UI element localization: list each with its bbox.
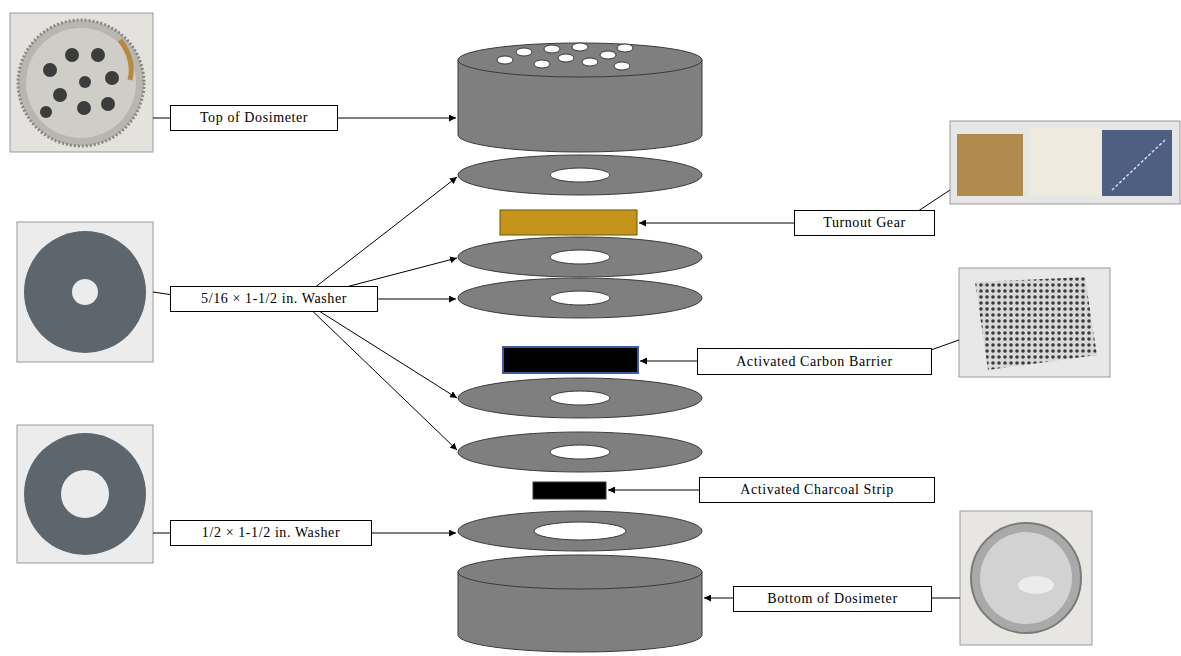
washer-photo [72, 279, 98, 305]
part-label: 1/2 × 1-1/2 in. Washer [202, 524, 340, 542]
part-label: 5/16 × 1-1/2 in. Washer [201, 290, 347, 308]
cap-photo [65, 48, 79, 62]
exploded-stack [458, 43, 702, 652]
part-label-box: Top of Dosimeter [170, 105, 338, 131]
washer-photo [17, 425, 153, 563]
exploded-stack [617, 44, 633, 52]
exploded-stack [600, 51, 616, 59]
cap-photo [101, 97, 115, 111]
exploded-stack [516, 48, 532, 56]
part-label-box: Activated Charcoal Strip [699, 477, 935, 503]
fabric-photo [1102, 130, 1172, 196]
leader-lines [153, 118, 960, 598]
exploded-stack [458, 278, 702, 318]
exploded-stack [534, 60, 550, 68]
leader-lines [300, 177, 457, 299]
exploded-stack [458, 555, 702, 589]
part-label: Top of Dosimeter [200, 109, 308, 127]
exploded-stack [458, 43, 702, 77]
cap-photo [40, 106, 52, 118]
exploded-stack [582, 58, 598, 66]
part-label: Activated Carbon Barrier [736, 353, 893, 371]
cup-photo [960, 511, 1092, 645]
washer-photo [24, 231, 146, 353]
exploded-stack [500, 210, 637, 235]
exploded-stack [550, 391, 610, 405]
fabric-photo [1030, 128, 1102, 196]
cup-photo [980, 532, 1072, 624]
cap-photo [91, 48, 105, 62]
fabric-photo [957, 134, 1023, 196]
cap-photo [79, 76, 91, 88]
exploded-stack [497, 56, 513, 64]
exploded-stack [458, 155, 702, 195]
exploded-stack [497, 43, 633, 70]
part-label-box: Turnout Gear [794, 210, 935, 236]
exploded-stack [544, 45, 560, 53]
washer-photo [61, 470, 109, 518]
carbon-photo [975, 277, 1097, 370]
exploded-stack [458, 511, 702, 551]
part-label-box: Bottom of Dosimeter [733, 586, 932, 612]
exploded-stack [458, 237, 702, 277]
exploded-stack [550, 291, 610, 305]
washer-photo [17, 425, 153, 563]
cap-photo [105, 71, 119, 85]
washer-photo [17, 222, 153, 362]
part-label-box: Activated Carbon Barrier [697, 348, 932, 375]
exploded-stack [458, 432, 702, 472]
cap-photo [10, 13, 153, 152]
part-label: Bottom of Dosimeter [767, 590, 897, 608]
fabric-photo [950, 121, 1180, 204]
carbon-photo [959, 268, 1110, 377]
part-label-box: 5/16 × 1-1/2 in. Washer [170, 286, 378, 312]
exploded-stack [533, 482, 606, 499]
exploded-stack [550, 168, 610, 182]
part-label: Activated Charcoal Strip [740, 481, 894, 499]
cap-photo [26, 28, 136, 138]
fabric-photo [950, 121, 1180, 204]
exploded-stack [614, 62, 630, 70]
exploded-stack [550, 250, 610, 264]
cap-photo [43, 63, 57, 77]
exploded-stack [534, 522, 626, 540]
exploded-stack [550, 445, 610, 459]
exploded-stack [503, 347, 638, 373]
washer-photo [17, 222, 153, 362]
cup-photo [960, 511, 1092, 645]
cap-photo [77, 101, 91, 115]
cup-photo [1018, 576, 1054, 594]
exploded-stack [572, 43, 588, 51]
washer-photo [24, 433, 146, 555]
cap-photo [53, 88, 67, 102]
cap-photo [10, 13, 153, 152]
cap-photo [18, 20, 144, 146]
leader-lines [300, 299, 457, 398]
leader-lines [300, 299, 457, 450]
part-label-box: 1/2 × 1-1/2 in. Washer [170, 520, 372, 546]
exploded-stack [558, 54, 574, 62]
cap-photo [120, 40, 131, 80]
fabric-photo [1112, 140, 1165, 190]
cup-photo [971, 523, 1081, 633]
part-label: Turnout Gear [823, 214, 906, 232]
carbon-photo [959, 268, 1110, 377]
exploded-stack [458, 378, 702, 418]
